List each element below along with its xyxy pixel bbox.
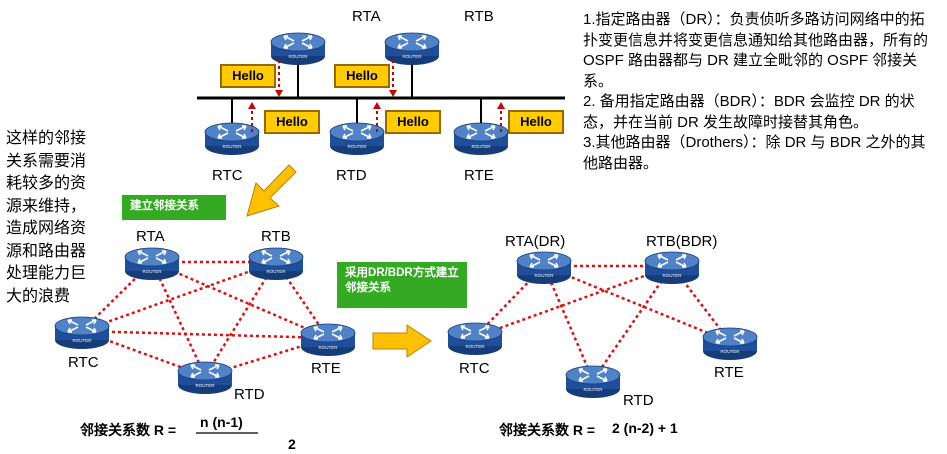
hello-box-rtd: Hello	[385, 110, 441, 134]
formula-full-mesh-denominator: 2	[288, 436, 296, 452]
hello-arrows	[251, 60, 502, 132]
waste-note: 这样的邻接关系需要消耗较多的资源来维持，造成网络资源和路由器处理能力巨大的浪费	[6, 128, 87, 305]
dr-mode-links	[474, 264, 731, 381]
role-description: 1.指定路由器（DR）：负责侦听多路访问网络中的拓扑变更信息并将变更信息通知给其…	[583, 10, 939, 174]
hello-box-rtc: Hello	[264, 110, 320, 134]
full-mesh-links	[81, 260, 330, 378]
hello-box-rta: Hello	[220, 64, 276, 88]
router-rta-dr	[516, 251, 572, 285]
label-rta-top: RTA	[352, 8, 381, 25]
label-rtb-bdr: RTB(BDR)	[646, 233, 718, 250]
formula-dr-prefix: 邻接关系数 R =	[499, 422, 596, 438]
desc-bdr: 2. 备用指定路由器（BDR）：BDR 会监控 DR 的状态，并在当前 DR 发…	[583, 93, 915, 131]
label-rtd-top: RTD	[336, 167, 367, 184]
router-rtb-mesh	[248, 247, 304, 281]
label-rtb-mesh: RTB	[261, 228, 291, 245]
label-rte-mesh: RTE	[311, 360, 341, 377]
hello-box-rte: Hello	[508, 110, 564, 134]
router-rta-mesh	[124, 247, 180, 281]
formula-dr-value: 2 (n-2) + 1	[612, 420, 678, 436]
router-rtc-top	[204, 122, 260, 156]
label-dr-bdr-box: 采用DR/BDR方式建立邻接关系	[337, 262, 467, 308]
label-rtd-mesh: RTD	[234, 386, 265, 403]
label-rtd-dr-mode: RTD	[623, 392, 654, 409]
router-rtc-mesh	[54, 316, 110, 350]
formula-full-mesh-prefix: 邻接关系数 R =	[80, 422, 177, 438]
label-rtc-top: RTC	[212, 167, 243, 184]
router-rtc-dr-mode	[447, 322, 503, 356]
desc-drothers: 3.其他路由器（Drothers）：除 DR 与 BDR 之外的其他路由器。	[583, 134, 926, 172]
label-rtc-dr-mode: RTC	[459, 360, 490, 377]
label-rte-dr-mode: RTE	[714, 364, 744, 381]
label-rte-top: RTE	[464, 167, 494, 184]
router-rtb-bdr	[644, 251, 700, 285]
router-rte-dr-mode	[702, 327, 758, 361]
label-full-mesh-box: 建立邻接关系	[122, 195, 226, 220]
router-rtd-dr-mode	[565, 365, 621, 399]
hello-box-rtb: Hello	[334, 64, 390, 88]
router-rtd-mesh	[177, 361, 233, 395]
label-rta-mesh: RTA	[136, 228, 165, 245]
label-rtb-top: RTB	[464, 8, 494, 25]
router-rte-mesh	[300, 323, 356, 357]
hello-arrowheads	[248, 90, 505, 109]
label-rtc-mesh: RTC	[68, 354, 99, 371]
transition-arrow-right-icon	[372, 324, 432, 358]
transition-arrow-icon	[246, 164, 297, 217]
router-rte-top	[453, 122, 509, 156]
router-rtd-top	[329, 122, 385, 156]
label-rta-dr: RTA(DR)	[505, 233, 566, 250]
desc-dr: 1.指定路由器（DR）：负责侦听多路访问网络中的拓扑变更信息并将变更信息通知给其…	[583, 11, 929, 90]
formula-full-mesh-numerator: n (n-1)	[200, 414, 243, 430]
